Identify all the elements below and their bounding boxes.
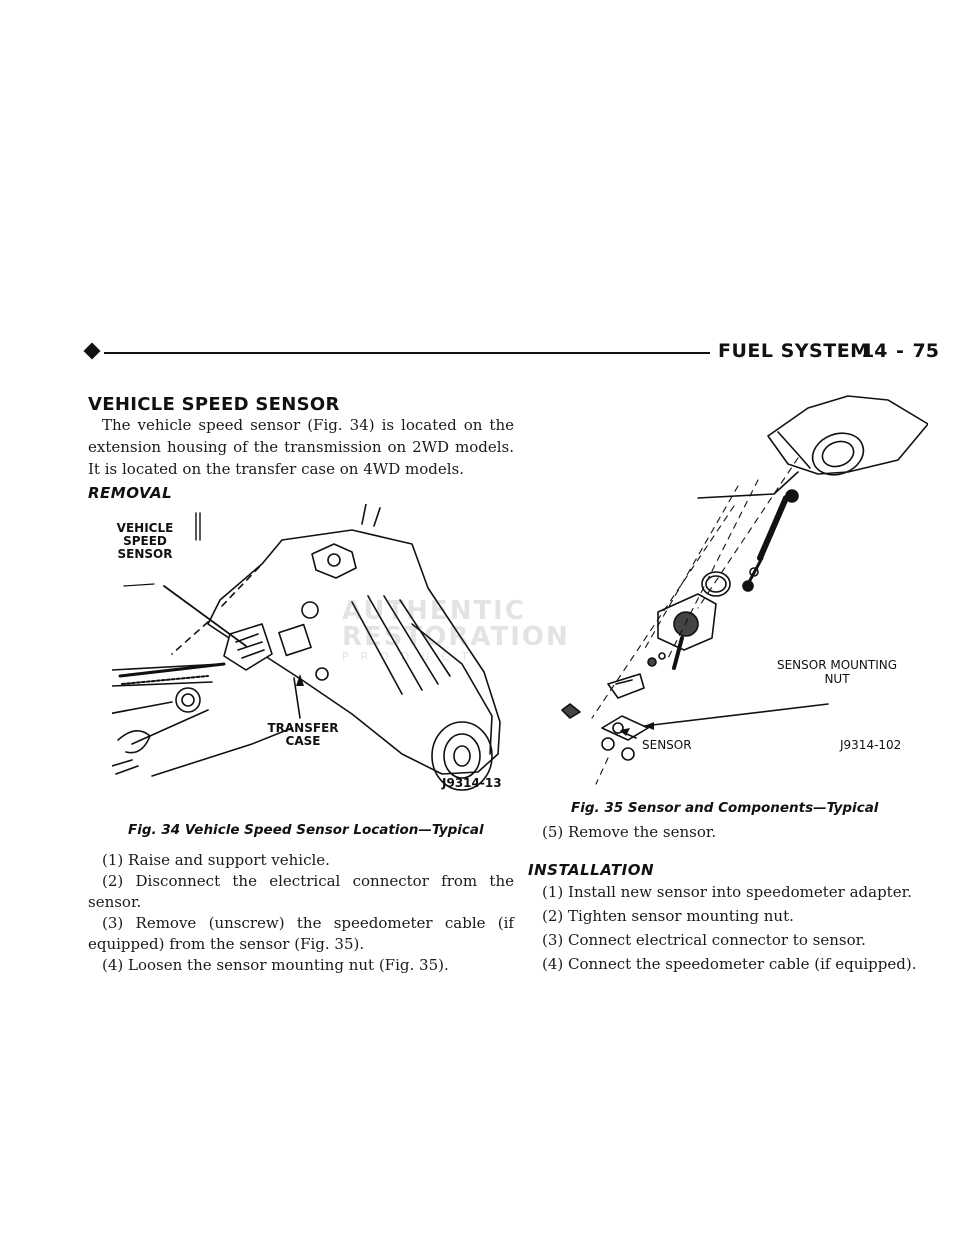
running-header-title: FUEL SYSTEM <box>718 340 870 362</box>
installation-heading: INSTALLATION <box>528 861 655 879</box>
label-sensor: SENSOR <box>642 738 692 752</box>
page-number: 14 - 75 <box>861 340 939 362</box>
figure-35-caption: Fig. 35 Sensor and Components—Typical <box>571 800 879 816</box>
figure-34-code: J9314-13 <box>442 776 502 790</box>
header-rule <box>104 352 710 354</box>
removal-heading: REMOVAL <box>88 484 173 502</box>
watermark: AUTHENTIC RESTORATION PRODUCT <box>342 596 570 663</box>
header-diamond-icon <box>83 342 101 360</box>
removal-step-5: (5) Remove the sensor. <box>542 823 717 841</box>
label-vehicle-speed-sensor: VEHICLE SPEED SENSOR <box>116 521 174 561</box>
figure-35-drawing <box>561 395 929 785</box>
figure-35: SENSOR MOUNTING NUT SENSOR J9314-102 <box>548 388 929 798</box>
section-title: VEHICLE SPEED SENSOR <box>88 394 340 415</box>
figure-34: VEHICLE SPEED SENSOR TRANSFER CASE J9314… <box>107 503 512 794</box>
label-sensor-mounting-nut: SENSOR MOUNTING NUT <box>776 658 898 686</box>
installation-step-4: (4) Connect the speedometer cable (if eq… <box>542 955 917 973</box>
removal-step-2: (2) Disconnect the electrical connector … <box>88 872 514 911</box>
installation-step-2: (2) Tighten sensor mounting nut. <box>542 907 794 925</box>
removal-step-4: (4) Loosen the sensor mounting nut (Fig.… <box>102 956 449 974</box>
removal-step-1: (1) Raise and support vehicle. <box>102 851 330 869</box>
intro-paragraph: The vehicle speed sensor (Fig. 34) is lo… <box>88 416 514 478</box>
removal-step-3: (3) Remove (unscrew) the speedometer cab… <box>88 914 514 953</box>
installation-step-3: (3) Connect electrical connector to sens… <box>542 931 866 949</box>
figure-35-code: J9314-102 <box>840 738 902 752</box>
label-transfer-case: TRANSFER CASE <box>267 721 339 748</box>
figure-34-caption: Fig. 34 Vehicle Speed Sensor Location—Ty… <box>128 822 484 838</box>
figure-34-drawing <box>107 503 501 791</box>
installation-step-1: (1) Install new sensor into speedometer … <box>542 883 912 901</box>
